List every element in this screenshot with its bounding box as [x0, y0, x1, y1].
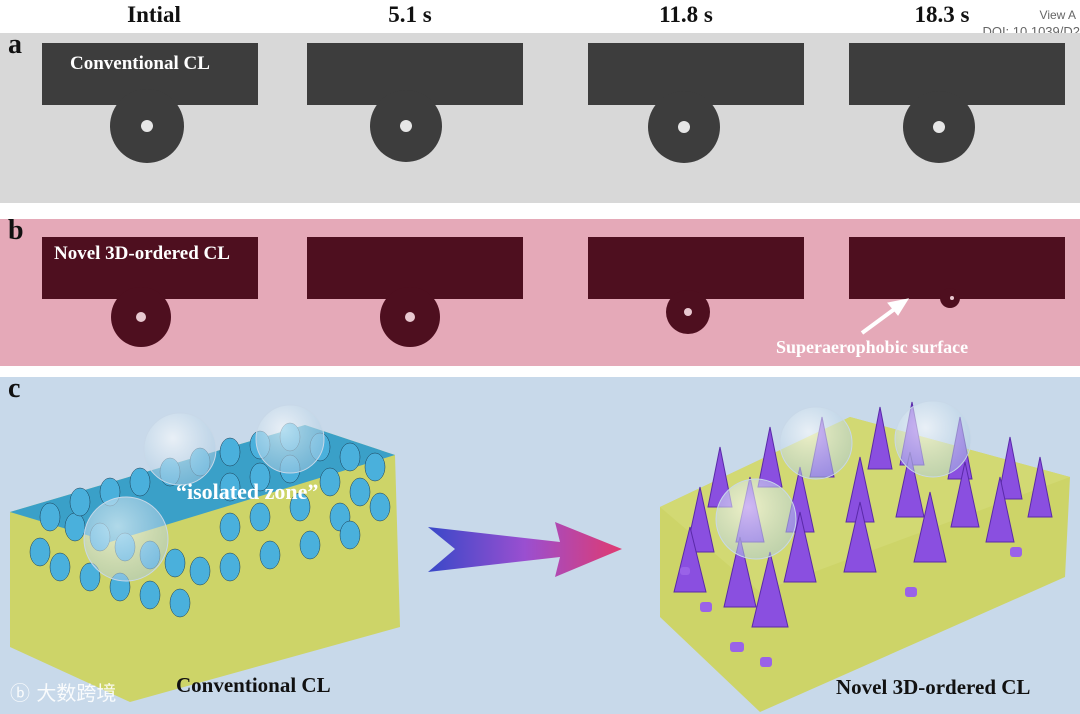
- panel-b-caption: Novel 3D-ordered CL: [54, 243, 230, 264]
- conventional-cl-block: [10, 404, 400, 702]
- isolated-zone-label: “isolated zone”: [176, 479, 319, 504]
- gas-bubble-1: [143, 412, 217, 486]
- electrode-b-4: [849, 237, 1065, 299]
- panel-b-drawing: [42, 237, 1065, 347]
- gas-bubble-3: [83, 496, 169, 582]
- gas-bubble-2: [255, 404, 325, 474]
- time-label-5-1s: 5.1 s: [388, 2, 432, 27]
- gas-bubble-5: [894, 400, 972, 478]
- panel-a-caption: Conventional CL: [70, 53, 210, 74]
- transition-arrow: [428, 522, 622, 577]
- electrode-b-3: [588, 237, 804, 299]
- panel-a-drawing: [42, 43, 1065, 163]
- ordered-cl-block: [660, 400, 1070, 712]
- superaerophobic-label: Superaerophobic surface: [776, 337, 969, 357]
- gas-bubble-6: [715, 478, 797, 560]
- ordered-cl-label: Novel 3D-ordered CL: [836, 675, 1031, 699]
- panel-a-letter: a: [8, 29, 22, 60]
- panel-b-letter: b: [8, 215, 24, 246]
- panel-c-drawing: [10, 400, 1070, 712]
- arrow-superaerophobic: [860, 298, 910, 335]
- electrode-a-4: [849, 43, 1065, 105]
- time-label-11-8s: 11.8 s: [659, 2, 713, 27]
- time-label-initial: Intial: [127, 2, 181, 27]
- panel-c: c “isolated zone” Conventional CL Novel …: [0, 373, 1080, 714]
- conventional-cl-label: Conventional CL: [176, 673, 331, 697]
- time-label-18-3s: 18.3 s: [914, 2, 970, 27]
- panel-b: b Novel 3D-ordered CL Superaerophobic su…: [0, 215, 1080, 366]
- view-article-link[interactable]: View A: [1039, 8, 1076, 22]
- gas-bubble-4: [779, 406, 853, 480]
- watermark-text: ⓑ 大数跨境: [10, 681, 117, 705]
- panel-c-letter: c: [8, 373, 21, 404]
- panel-a: a Conventional CL: [0, 29, 1080, 203]
